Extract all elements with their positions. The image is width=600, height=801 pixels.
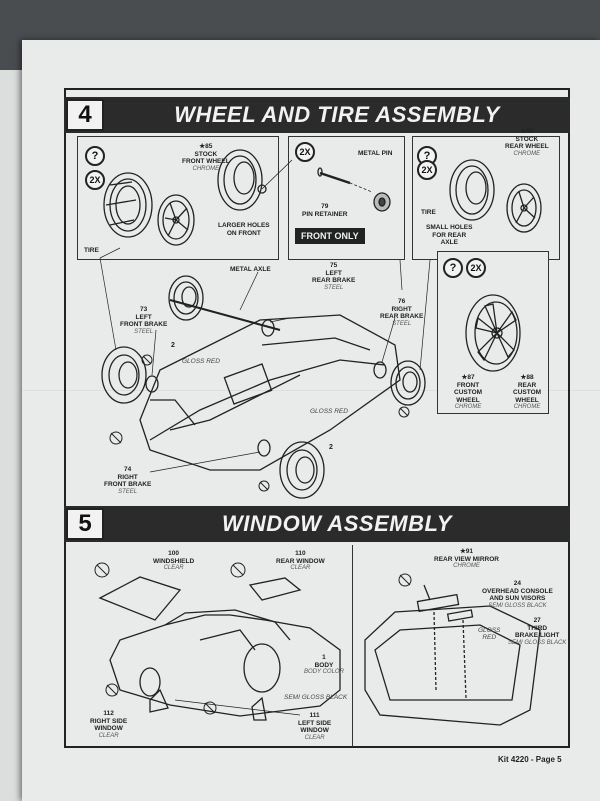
custom-front-wheel-label: ★87 FRONT CUSTOM WHEEL CHROME xyxy=(454,374,483,410)
page-footer: Kit 4220 - Page 5 xyxy=(498,755,562,764)
overhead-console-label: 24 OVERHEAD CONSOLE AND SUN VISORS SEMI … xyxy=(482,580,553,609)
semi-gloss-black-label: SEMI GLOSS BLACK xyxy=(284,694,348,701)
small-holes-label: SMALL HOLES FOR REAR AXLE xyxy=(426,224,473,246)
chassis-left-rear-wheel xyxy=(168,275,204,321)
right-side-window-label: 112 RIGHT SIDE WINDOW CLEAR xyxy=(90,710,128,739)
rear-view-mirror-label: ★91 REAR VIEW MIRROR CHROME xyxy=(434,548,499,569)
quantity-label-1: 2 xyxy=(171,342,175,349)
custom-wheel-drawing xyxy=(465,294,521,372)
metal-pin-drawing xyxy=(317,167,391,212)
step-4-number: 4 xyxy=(66,99,104,131)
no-glue-icons-step4 xyxy=(109,354,410,492)
metal-pin-label: METAL PIN xyxy=(358,150,393,157)
rear-tire-drawing xyxy=(449,159,495,221)
instruction-page xyxy=(22,40,600,801)
step-5-header: 5 WINDOW ASSEMBLY xyxy=(64,506,570,542)
side-windows-drawing xyxy=(149,688,267,721)
tire-label-rear: TIRE xyxy=(421,209,436,216)
gloss-red-label-1: GLOSS RED xyxy=(182,358,220,365)
interior-drawing xyxy=(364,584,541,726)
rear-wheel-drawing xyxy=(506,183,542,233)
times-two-icon-pin: 2X xyxy=(295,142,315,162)
car-body-drawing xyxy=(109,609,341,717)
rear-wheel-label: ★86 STOCK REAR WHEEL CHROME xyxy=(505,128,549,157)
metal-axle-label: METAL AXLE xyxy=(230,266,271,273)
right-rear-brake-label: 76 RIGHT REAR BRAKE STEEL xyxy=(380,298,424,327)
front-only-banner: FRONT ONLY xyxy=(295,228,365,244)
question-icon-custom: ? xyxy=(443,258,463,278)
gloss-red-label-step5: GLOSS RED xyxy=(478,627,501,641)
windshield-drawing xyxy=(98,576,182,621)
pin-retainer-label: 79 PIN RETAINER xyxy=(302,203,348,218)
pin-retainer-box xyxy=(288,136,405,260)
front-tire-drawing xyxy=(103,172,153,238)
no-glue-icons-step5 xyxy=(94,562,412,715)
chassis-right-front-wheel xyxy=(279,441,325,499)
times-two-icon-custom: 2X xyxy=(466,258,486,278)
step-4-title: WHEEL AND TIRE ASSEMBLY xyxy=(174,102,500,127)
tire-label-front: TIRE xyxy=(84,247,99,254)
front-wheel-drawing xyxy=(157,194,195,246)
rear-window-drawing xyxy=(248,577,302,601)
step-5-divider xyxy=(352,545,353,747)
front-wheel-label: ★85 STOCK FRONT WHEEL CHROME xyxy=(182,143,230,172)
step-5-title: WINDOW ASSEMBLY xyxy=(222,511,452,536)
step-4-header: 4 WHEEL AND TIRE ASSEMBLY xyxy=(64,97,570,133)
third-brake-light-label: 27 THIRD BRAKE LIGHT SEMI GLOSS BLACK xyxy=(508,617,567,646)
gloss-red-label-2: GLOSS RED xyxy=(310,408,348,415)
left-side-window-label: 111 LEFT SIDE WINDOW CLEAR xyxy=(298,712,332,741)
times-two-icon: 2X xyxy=(85,170,105,190)
larger-holes-tire-drawing xyxy=(217,149,267,211)
left-rear-brake-label: 75 LEFT REAR BRAKE STEEL xyxy=(312,262,356,291)
chassis-left-front-wheel xyxy=(101,346,147,404)
right-front-brake-label: 74 RIGHT FRONT BRAKE STEEL xyxy=(104,466,152,495)
windshield-label: 100 WINDSHIELD CLEAR xyxy=(153,550,195,571)
front-wheel-box xyxy=(77,136,279,260)
question-icon: ? xyxy=(85,146,105,166)
chassis-right-rear-wheel xyxy=(390,360,426,406)
larger-holes-label: LARGER HOLES ON FRONT xyxy=(218,222,270,237)
times-two-icon-rear: 2X xyxy=(417,160,437,180)
chassis-drawing xyxy=(139,299,401,471)
page-fold xyxy=(22,390,600,392)
quantity-label-2: 2 xyxy=(329,444,333,451)
body-label: 1 BODY BODY COLOR xyxy=(304,654,344,675)
left-front-brake-label: 73 LEFT FRONT BRAKE STEEL xyxy=(120,306,168,335)
instruction-frame xyxy=(64,88,570,748)
custom-rear-wheel-label: ★88 REAR CUSTOM WHEEL CHROME xyxy=(513,374,542,410)
step-5-number: 5 xyxy=(66,508,104,540)
rear-window-label: 110 REAR WINDOW CLEAR xyxy=(276,550,325,571)
